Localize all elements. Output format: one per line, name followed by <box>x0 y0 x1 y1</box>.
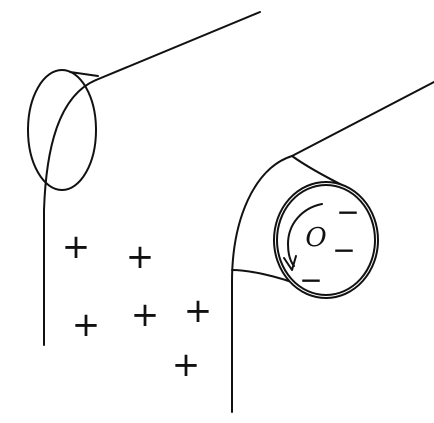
upper-left-roller-face <box>27 69 97 191</box>
belt-positive-charge-1: + <box>62 227 91 267</box>
upper-left-roller <box>27 69 99 191</box>
roller-negative-charge-3: − <box>299 264 322 297</box>
upper-left-roller-top-edge <box>69 71 99 77</box>
right-roller: O − − − <box>273 181 379 299</box>
belt-positive-charges: + + + + + + <box>62 227 213 385</box>
left-belt-left-edge <box>43 79 97 346</box>
right-belt-lower-edge <box>231 155 293 413</box>
belt-positive-charge-3: + <box>72 305 101 345</box>
roller-negative-charge-1: − <box>336 196 359 229</box>
left-belt-top-edge <box>95 11 261 81</box>
left-belt-section <box>43 11 261 346</box>
belt-positive-charge-5: + <box>184 291 213 331</box>
right-belt-top-edge <box>291 81 434 157</box>
counter-clockwise-arrow-icon <box>283 203 323 271</box>
right-belt-roller-side <box>291 155 345 187</box>
right-roller-face <box>273 181 379 299</box>
right-belt-section <box>231 81 434 413</box>
belt-positive-charge-4: + <box>131 295 160 335</box>
belt-positive-charge-2: + <box>126 237 155 277</box>
roller-negative-charge-2: − <box>332 234 355 267</box>
right-roller-rim <box>276 184 376 296</box>
belt-positive-charge-6: + <box>172 345 201 385</box>
roller-center-label: O <box>305 223 326 253</box>
